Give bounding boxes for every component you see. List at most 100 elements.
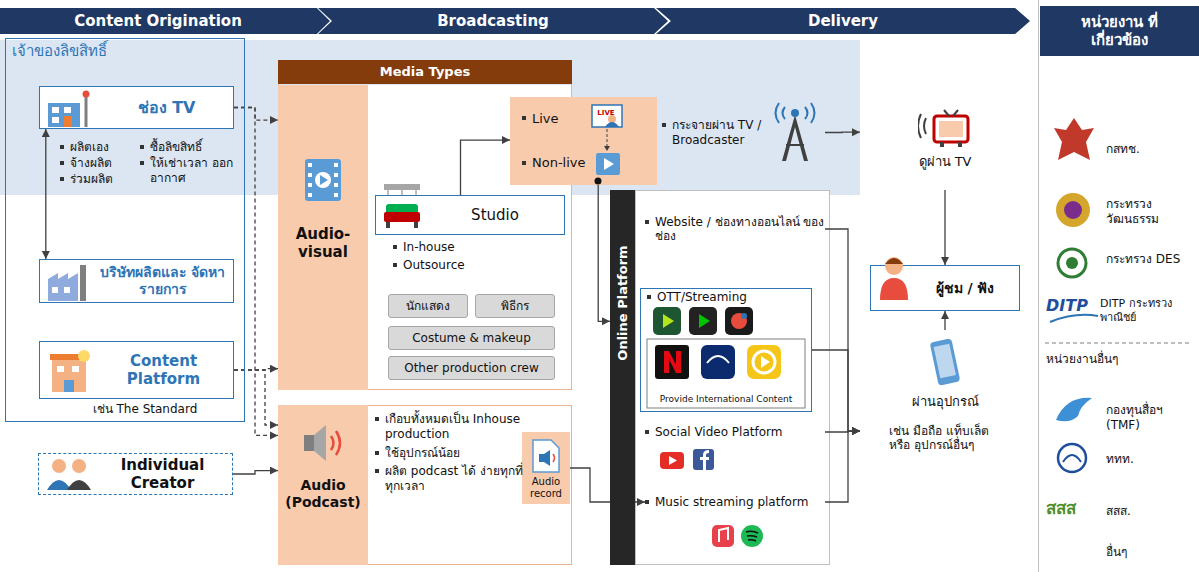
node-text: Media Types bbox=[380, 64, 470, 80]
connector bbox=[461, 140, 511, 195]
label-text: กสทช. bbox=[1106, 142, 1194, 157]
connector bbox=[825, 431, 860, 502]
node-text: Website / ช่องทางออนไลน์ ของช่อง bbox=[645, 215, 825, 244]
node-text: หน่วยงาน ที่เกี่ยวข้อง bbox=[1066, 13, 1173, 49]
broadcast-node: กระจายผ่าน TV / Broadcaster bbox=[662, 95, 825, 170]
label-text: กระทรวง DES bbox=[1106, 252, 1186, 267]
label-text: ร่วมผลิต bbox=[60, 172, 148, 187]
node-text: ช่อง TV bbox=[138, 98, 196, 117]
connector bbox=[598, 185, 610, 321]
node-text: Audio-visual bbox=[281, 225, 365, 261]
label-text: จ้างผลิต bbox=[60, 156, 148, 171]
stage-chevron: Content Origination bbox=[0, 8, 330, 34]
label-text: LIVE bbox=[592, 109, 620, 118]
label-text: เช่น The Standard bbox=[60, 402, 230, 417]
label-text: กระทรวง วัฒนธรรม bbox=[1106, 197, 1194, 227]
label-text: ให้เช่าเวลา ออกอากาศ bbox=[140, 156, 250, 186]
crew-box: Other production crew bbox=[388, 356, 555, 380]
label-text: กองทุนสื่อฯ (TMF) bbox=[1106, 403, 1194, 433]
content-platform-box: Content Platform bbox=[39, 341, 234, 399]
node-text: ผู้ชม / ฟัง bbox=[936, 280, 995, 297]
music-item: Music streaming platform bbox=[645, 484, 825, 520]
audio-column: Audio (Podcast) bbox=[278, 405, 368, 565]
connector bbox=[944, 311, 945, 330]
production-company-box: บริษัทผลิตและ จัดหารายการ bbox=[39, 259, 234, 303]
owner-region: เจ้าของลิขสิทธิ์ช่อง TV บริษัทผลิตและ จัด… bbox=[5, 38, 245, 422]
node-icon bbox=[382, 182, 422, 232]
live-box: LiveNon-live bbox=[510, 97, 657, 185]
node-text: Broadcasting bbox=[437, 12, 549, 30]
label-text: ผลิตเอง bbox=[60, 140, 148, 155]
node-text: Online Platform bbox=[615, 245, 631, 360]
node-text: Audio (Podcast) bbox=[281, 477, 365, 511]
node-text: Provide International Content bbox=[660, 394, 792, 405]
label-text: ซื้อลิขสิทธิ์ bbox=[140, 140, 250, 155]
node-text: Live bbox=[522, 111, 559, 127]
connector bbox=[825, 132, 860, 134]
node-text: เจ้าของลิขสิทธิ์ bbox=[12, 42, 107, 60]
online-platform-bar: Online Platform bbox=[610, 190, 635, 565]
connector bbox=[45, 129, 46, 259]
node-text: Social Video Platform bbox=[645, 425, 782, 439]
label-text: อื่นๆ bbox=[1106, 545, 1186, 560]
label-text: Outsource bbox=[393, 258, 523, 273]
stage-chevron: Delivery bbox=[656, 8, 1030, 34]
agency-header: หน่วยงาน ที่เกี่ยวข้อง bbox=[1040, 6, 1199, 56]
tv-channel-box: ช่อง TV bbox=[39, 86, 234, 129]
node-text: OTT/Streaming bbox=[647, 290, 747, 304]
viewer-box: ผู้ชม / ฟัง bbox=[870, 265, 1020, 311]
connector bbox=[234, 370, 278, 425]
connector bbox=[825, 229, 860, 431]
node-text: ดูผ่าน TV bbox=[919, 154, 972, 170]
studio-box: Studio bbox=[375, 195, 565, 235]
node-text: Content Platform bbox=[98, 352, 229, 388]
device-box: ผ่านอุปกรณ์เช่น มือถือ แท็บเล็ต หรือ อุป… bbox=[860, 330, 1030, 565]
website-item: Website / ช่องทางออนไลน์ ของช่อง bbox=[645, 205, 825, 253]
node-text: Other production crew bbox=[404, 361, 539, 375]
node-icon bbox=[46, 263, 92, 301]
node-icon bbox=[531, 438, 561, 474]
crew-box: พิธีกร bbox=[475, 294, 555, 318]
label-text: เกือบทั้งหมดเป็น Inhouse production bbox=[375, 412, 527, 442]
node-text: นักแสดง bbox=[406, 299, 450, 313]
node-text: เช่น มือถือ แท็บเล็ต หรือ อุปกรณ์อื่นๆ bbox=[889, 424, 1001, 453]
node-text: Studio bbox=[471, 206, 519, 224]
crew-box: นักแสดง bbox=[388, 294, 468, 318]
node-icon bbox=[48, 350, 92, 392]
label-text: ททท. bbox=[1106, 452, 1186, 467]
node-text: Delivery bbox=[808, 12, 878, 30]
tv-viewing-box: ดูผ่าน TV bbox=[860, 72, 1030, 190]
label-text: ผลิต podcast ได้ ง่ายทุกที่ทุกเวลา bbox=[375, 464, 527, 494]
node-icon bbox=[303, 157, 343, 203]
label-text: สสส bbox=[1046, 498, 1102, 519]
node-icon bbox=[45, 456, 95, 490]
connector bbox=[944, 190, 945, 265]
node-icon bbox=[46, 89, 94, 127]
agency-panel bbox=[1038, 0, 1199, 572]
node-text: พิธีกร bbox=[501, 299, 529, 313]
label-text: สสส. bbox=[1106, 504, 1186, 519]
node-text: Audio record bbox=[524, 476, 568, 500]
media-types-header: Media Types bbox=[278, 60, 572, 84]
node-text: ผ่านอุปกรณ์ bbox=[912, 394, 979, 410]
node-text: กระจายผ่าน TV / Broadcaster bbox=[662, 118, 767, 147]
node-text: Non-live bbox=[522, 155, 586, 171]
audio-record-box: Audio record bbox=[522, 432, 570, 504]
node-icon bbox=[879, 254, 909, 308]
creator-box: Individual Creator bbox=[38, 453, 233, 495]
connector bbox=[812, 350, 860, 431]
crew-box: Costume & makeup bbox=[388, 326, 555, 350]
label-text: DITP bbox=[1046, 296, 1096, 316]
node-icon bbox=[300, 423, 346, 463]
label-text: In-house bbox=[393, 240, 523, 255]
node-icon bbox=[772, 101, 818, 163]
label-text: DITP กระทรวงพาณิชย์ bbox=[1100, 297, 1197, 325]
node-icon bbox=[918, 108, 972, 148]
audio-visual-column: Audio-visual bbox=[278, 85, 368, 390]
node-text: Music streaming platform bbox=[645, 495, 808, 509]
node-text: Content Origination bbox=[74, 12, 242, 30]
social-item: Social Video Platform bbox=[645, 418, 825, 446]
ott-box: OTT/StreamingProvide International Conte… bbox=[640, 288, 812, 412]
node-text: บริษัทผลิตและ จัดหารายการ bbox=[96, 264, 229, 298]
label-text: หน่วยงานอื่นๆ bbox=[1046, 352, 1186, 367]
